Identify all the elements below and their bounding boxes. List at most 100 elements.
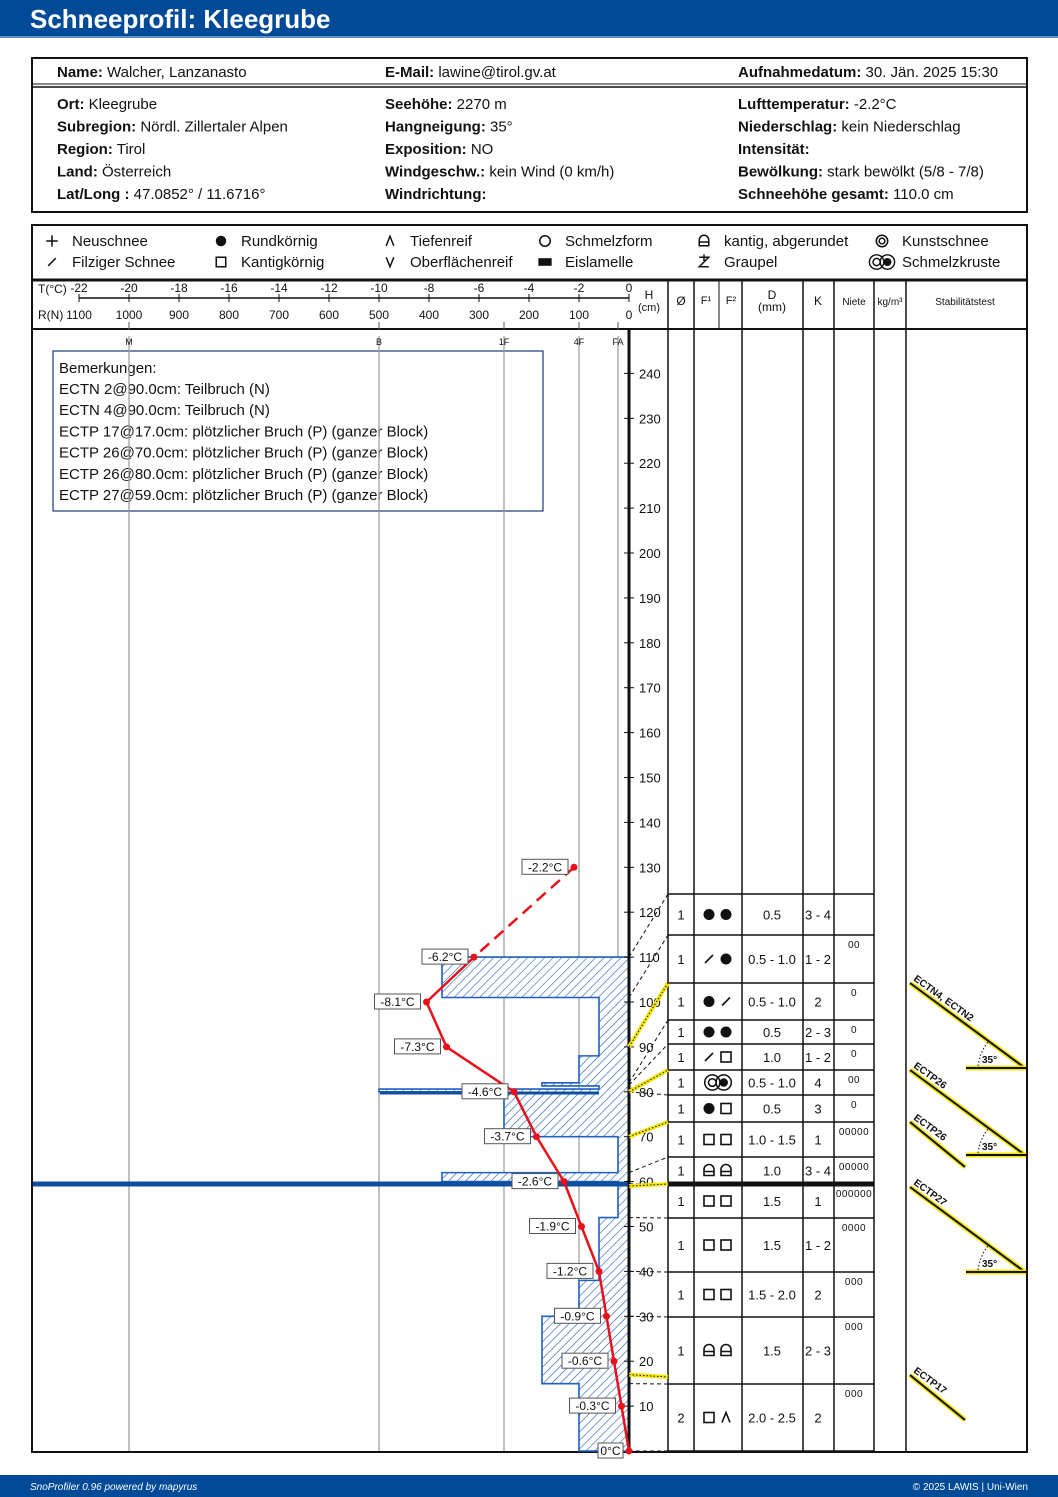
layer-connector [628, 1043, 669, 1086]
rg-symbol-icon [720, 1026, 732, 1038]
test-line [909, 1121, 966, 1168]
temperature-label-box [569, 1397, 616, 1414]
height-tick-label: 240 [639, 366, 661, 381]
temperature-point [618, 1402, 625, 1410]
wetness-cell: 1 [677, 995, 684, 1010]
temperature-label-box [421, 948, 469, 965]
stability-test: 35°ECTP26 [628, 1061, 1027, 1158]
fcxr-symbol-icon [698, 234, 710, 247]
fc-symbol-icon [720, 1102, 732, 1115]
rg-symbol-icon [215, 235, 227, 247]
info-field: Windgeschw.: kein Wind (0 km/h) [385, 164, 614, 181]
info-field: Land: Österreich [57, 163, 171, 181]
niete-cell: 000 [845, 1389, 863, 1400]
test-line [909, 1186, 1026, 1273]
fracture-connector-dots [628, 1374, 669, 1378]
fc-symbol-icon [720, 1133, 732, 1146]
legend-label-ppgp: Graupel [724, 254, 777, 271]
remark-line: ECTP 27@59.0cm: plötzlicher Bruch (P) (g… [59, 487, 428, 504]
slope-angle-label: 35° [982, 1142, 997, 1153]
k-cell: 2 - 3 [805, 1025, 831, 1040]
dot [703, 1026, 715, 1038]
fc-symbol-icon [703, 1239, 715, 1251]
test-label: ECTN4, ECTN2 [911, 974, 975, 1025]
height-tick-label: 150 [639, 771, 661, 786]
temperature-segment [562, 1181, 583, 1227]
crust-left-inner [872, 257, 881, 267]
legend-label-fcxr: kantig, abgerundet [724, 233, 849, 250]
info-box [31, 57, 1028, 213]
fracture-connector-dots [628, 1069, 669, 1093]
temperature-tick-label: -14 [270, 281, 288, 295]
resistance-tick-label: 700 [269, 308, 289, 322]
square [720, 1051, 732, 1063]
rg-symbol-icon [720, 953, 732, 965]
temperature-label-box [554, 1307, 601, 1324]
info-field: E-Mail: lawine@tirol.gv.at [385, 64, 557, 81]
height-tick-label: 180 [639, 636, 661, 651]
height-tick-label: 10 [639, 1399, 653, 1414]
rg-symbol-icon [703, 1103, 715, 1114]
temperature-point [610, 1357, 618, 1365]
fc-symbol-icon [703, 1195, 715, 1207]
wetness-cell: 1 [677, 1344, 684, 1359]
fracture-connector [628, 1120, 669, 1139]
temperature-segment [425, 1001, 448, 1048]
temperature-label-box [394, 1038, 441, 1055]
info-label: Name: [57, 64, 103, 81]
info-field: Aufnahmedatum: 30. Jän. 2025 15:30 [738, 64, 998, 81]
temperature-label: -1.9°C [535, 1220, 569, 1234]
height-header: H [645, 288, 654, 302]
fracture-connector-dots [628, 1183, 669, 1187]
k-cell: 1 - 2 [805, 1238, 831, 1253]
temperature-tick-label: -10 [370, 281, 388, 295]
k-cell: 3 - 4 [805, 1164, 831, 1179]
legend-label-sh: Oberflächenreif [410, 254, 513, 271]
wetness-cell: 1 [677, 908, 684, 923]
grain-size-cell: 1.5 - 2.0 [748, 1288, 796, 1303]
grain-size-cell: 1.5 [763, 1194, 781, 1209]
info-label: Lat/Long : [57, 186, 129, 203]
temperature-tick-label: -6 [474, 281, 485, 295]
temperature-segment [535, 1136, 566, 1183]
legend-label-dh: Tiefenreif [410, 233, 473, 250]
stability-header: Stabilitätstest [935, 297, 995, 308]
test-line [909, 1069, 1026, 1156]
fc-symbol-icon [720, 1239, 732, 1251]
slope-angle-label: 35° [982, 1055, 997, 1066]
caret-up [721, 1410, 731, 1423]
temperature-label: -2.6°C [518, 1175, 552, 1189]
info-field: Hangneigung: 35° [385, 119, 513, 136]
niete-cell: 0 [851, 1025, 857, 1036]
fc-symbol-icon [720, 1195, 732, 1207]
legend-label-pp: Neuschnee [72, 233, 148, 250]
dot [703, 909, 715, 920]
info-value: 110.0 cm [889, 186, 954, 203]
fcxr-symbol-icon [720, 1163, 732, 1177]
remarks-title: Bemerkungen: [59, 360, 157, 377]
temperature-point [625, 1447, 633, 1455]
remarks-box [52, 350, 544, 512]
slash [704, 954, 714, 964]
f2-header: F² [726, 295, 737, 307]
test-line [909, 982, 1026, 1069]
k-cell: 1 - 2 [805, 952, 831, 967]
slope-angle-label: 35° [982, 1259, 997, 1270]
df-symbol-icon [47, 257, 57, 267]
fracture-connector [628, 1372, 669, 1379]
rg-symbol-icon [703, 1026, 715, 1038]
ring-inner [878, 237, 886, 245]
info-value: kein Wind (0 km/h) [485, 164, 614, 181]
niete-header: Niete [842, 297, 866, 308]
resistance-tick-label: 0 [626, 308, 633, 322]
hardness-grid-label: 1F [499, 337, 510, 347]
